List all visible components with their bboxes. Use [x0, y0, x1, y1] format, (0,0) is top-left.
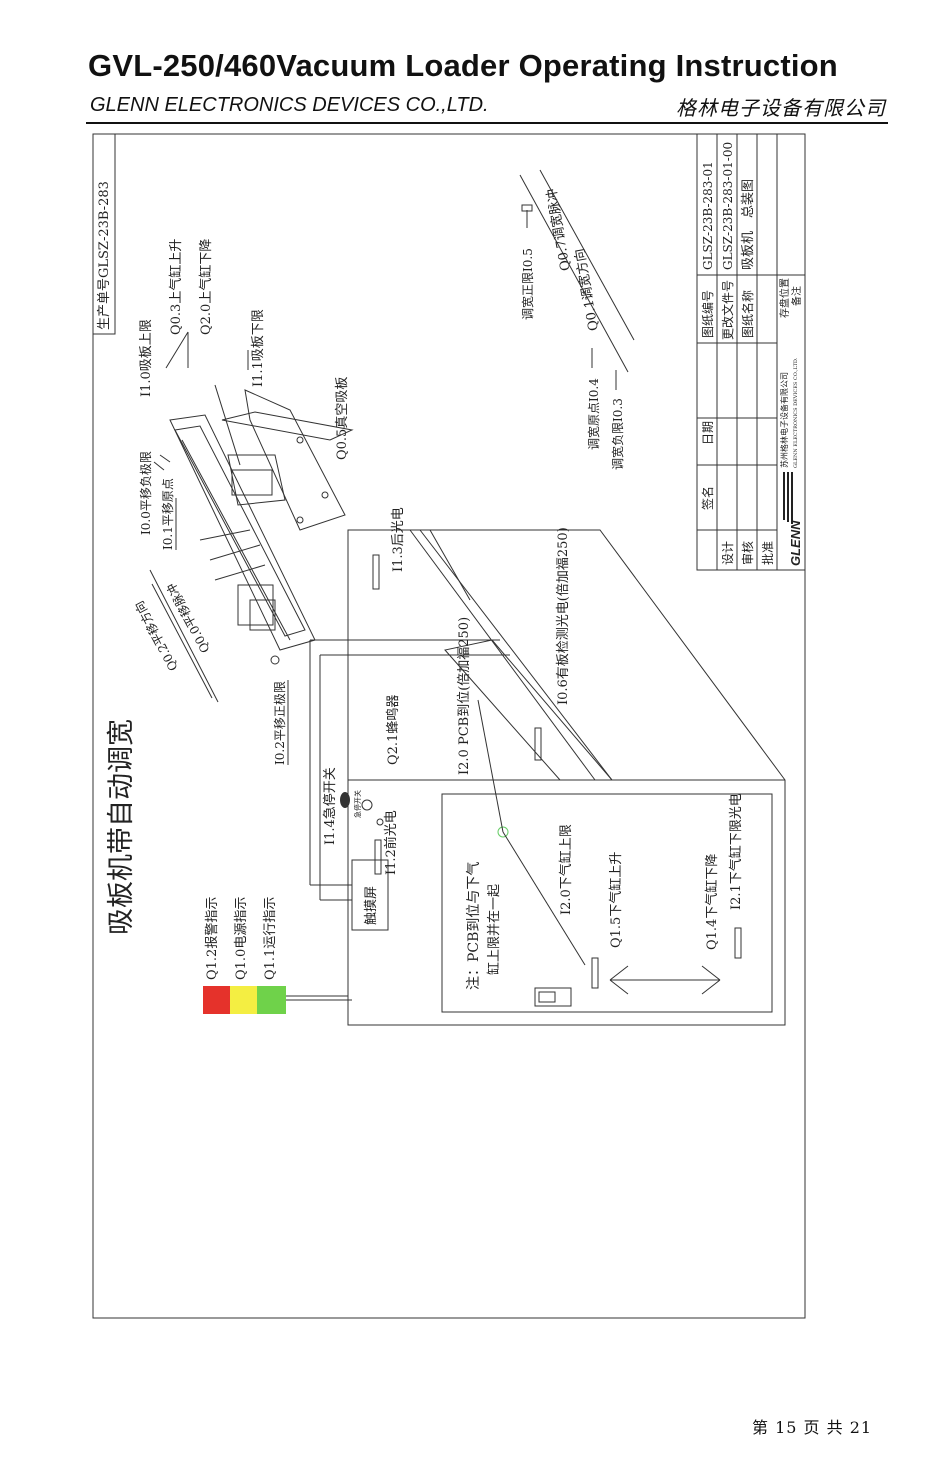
tb-approve: 批准 [760, 541, 775, 565]
svg-text:GLENN: GLENN [788, 520, 803, 566]
label-estop-small: 急停开关 [353, 790, 362, 818]
drawing-frame [92, 133, 806, 1319]
sensor-i2-0 [591, 957, 599, 989]
tb-design: 设计 [721, 541, 735, 565]
tb-date: 日期 [701, 421, 715, 445]
sensor-i0-5 [521, 204, 533, 212]
company-name-en: GLENN ELECTRONICS DEVICES CO.,LTD. [90, 94, 489, 116]
label-q0-1: Q0.1调宽方向 [572, 247, 602, 332]
label-i2-0-lower: I2.0下气缸上限 [558, 824, 574, 915]
tb-change-label: 更改文件号 [720, 280, 735, 340]
label-i0-2: I0.2平移正极限 [273, 681, 287, 765]
tb-storage: 存盘位置 [778, 278, 791, 318]
tb-review: 审核 [740, 541, 755, 565]
label-i1-4: I1.4急停开关 [322, 767, 338, 845]
label-i2-0-pcb: I2.0 PCB到位(倍加福250) [457, 617, 472, 775]
tb-company-cn: 苏州格林电子设备有限公司 [779, 372, 789, 468]
sensor-i2-1 [734, 927, 742, 959]
title-block [696, 133, 806, 571]
tb-name-label: 图纸名称 [740, 290, 755, 338]
label-q1-5: Q1.5下气缸上升 [608, 852, 624, 948]
label-i1-2: I1.2前光电 [383, 810, 399, 875]
diag-arrow-2 [151, 583, 213, 699]
label-touch: 触摸屏 [364, 886, 379, 925]
tb-change-no: GLSZ-23B-283-01-00 [721, 142, 735, 270]
label-i1-0: I1.0吸板上限 [139, 319, 154, 397]
leader-pcb [477, 699, 504, 833]
tb-name: 吸板机 总装图 [741, 179, 756, 270]
company-name-cn: 格林电子设备有限公司 [676, 96, 886, 120]
label-i1-1: I1.1吸板下限 [251, 309, 266, 387]
label-q1-2: Q1.2报警指示 [204, 897, 220, 980]
tb-sign: 签名 [700, 486, 715, 510]
sensor-i1-3 [372, 554, 380, 590]
sensor-i1-2 [374, 839, 382, 875]
label-i0-3: 调宽负限I0.3 [610, 398, 625, 470]
sensor-i0-6 [534, 727, 542, 761]
switch-box-inner [538, 991, 556, 1003]
cylinder-arrow [165, 331, 189, 369]
estop-base [340, 792, 350, 808]
estop-icon [361, 799, 373, 811]
label-q0-7: Q0.7调宽脉冲 [544, 187, 574, 272]
label-q1-1: Q1.1运行指示 [263, 897, 278, 980]
switch-box [534, 987, 572, 1007]
label-q0-3: Q0.3上气缸上升 [168, 239, 184, 335]
page-title: GVL-250/460Vacuum Loader Operating Instr… [88, 48, 838, 83]
label-note2: 缸上限并在一起 [486, 884, 502, 975]
tb-drawing-no: GLSZ-23B-283-01 [701, 161, 715, 270]
label-i0-6: I0.6有板检测光电(倍加福250) [556, 527, 571, 705]
label-i0-1: I0.1平移原点 [161, 478, 175, 550]
label-i0-4: 调宽原点I0.4 [586, 378, 601, 450]
tb-remark: 备注 [790, 286, 803, 306]
diag-arrow-1 [149, 569, 219, 703]
order-no: 生产单号GLSZ-23B-283 [97, 181, 112, 330]
glenn-logo: GLENN [783, 472, 803, 566]
label-i2-1: I2.1下气缸下限光电 [728, 793, 744, 910]
order-box [92, 133, 116, 335]
tb-drawing-no-label: 图纸编号 [700, 290, 715, 338]
label-q2-0: Q2.0上气缸下降 [198, 239, 214, 335]
leader-note [502, 831, 586, 966]
tb-company-en: GLENN ELECTRONICS DEVICES CO.,LTD. [793, 357, 799, 468]
lift-arrow [609, 965, 721, 995]
label-q1-0: Q1.0电源指示 [234, 897, 249, 980]
label-i1-3: I1.3后光电 [391, 507, 406, 572]
label-q0-5: Q0.5真空吸板 [335, 377, 350, 460]
main-title: 吸板机带自动调宽 [106, 719, 137, 935]
label-i0-0: I0.0平移负极限 [139, 451, 153, 535]
header-rule [86, 122, 888, 124]
label-q0-2: Q0.2平移方向 [131, 599, 180, 674]
beeper-icon [376, 818, 384, 826]
label-q2-1: Q2.1蜂鸣器 [385, 695, 401, 765]
gantry-sketch [159, 384, 354, 665]
page-number: 第 15 页 共 21 [752, 1418, 873, 1437]
pcb-sensor [497, 826, 509, 838]
label-q1-4: Q1.4下气缸下降 [704, 854, 720, 950]
cabinet-sketch [285, 529, 786, 1026]
leader-i0-0 [153, 461, 165, 471]
tower-light [203, 986, 348, 1014]
label-note1: 注：PCB到位与下气 [466, 862, 482, 990]
diag-arrow-3 [519, 174, 629, 373]
label-i0-5: 调宽正限I0.5 [520, 248, 535, 320]
diag-arrow-4 [539, 169, 635, 341]
